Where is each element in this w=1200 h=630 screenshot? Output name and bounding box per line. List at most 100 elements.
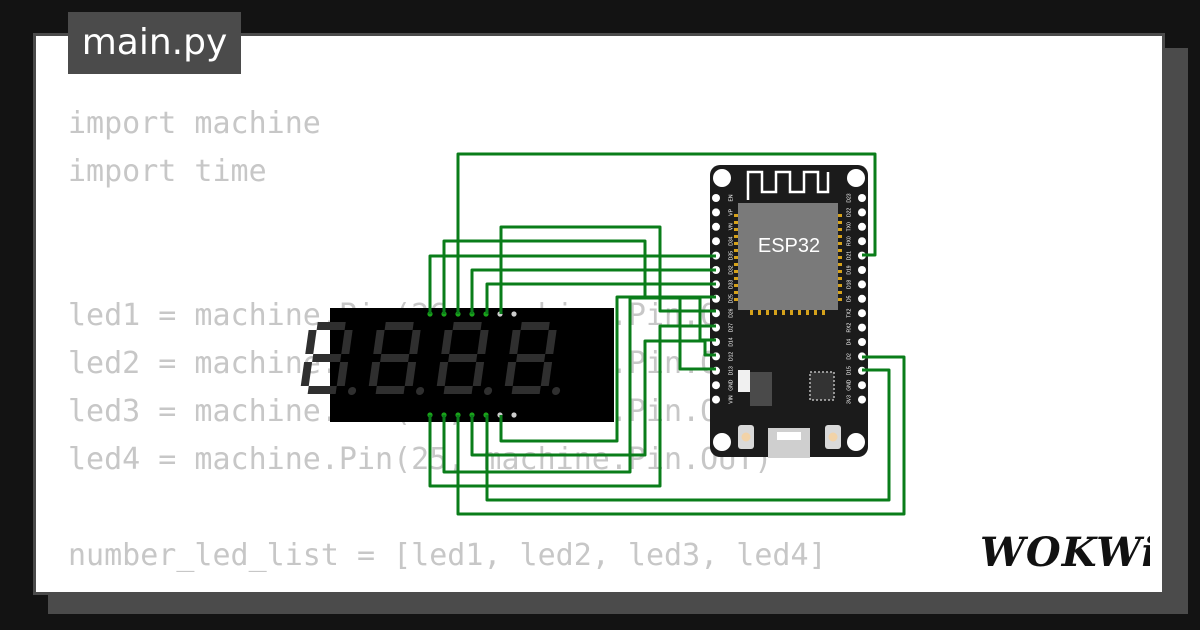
segment: [509, 330, 521, 354]
pin-label: VP: [728, 208, 734, 215]
pin-hole-icon: [858, 395, 866, 404]
segment: [373, 330, 385, 354]
chip-pin: [806, 310, 809, 315]
pin-label: D26: [728, 308, 734, 317]
pin-label: D15: [846, 366, 852, 375]
wire: [470, 268, 716, 314]
pin-hole-icon: [858, 381, 866, 390]
chip-pin: [734, 270, 738, 273]
decimal-point: [416, 387, 425, 395]
wire: [456, 355, 906, 516]
mount-hole-icon: [847, 169, 865, 187]
chip-pin: [838, 270, 842, 273]
regulator-icon: [750, 372, 772, 406]
segment: [545, 330, 557, 354]
chip-pin: [734, 277, 738, 280]
pin-hole-icon: [712, 381, 720, 390]
wokwi-logo-text: WOKWi: [980, 529, 1150, 576]
en-button[interactable]: [741, 432, 751, 442]
pin-label: D25: [728, 294, 734, 303]
pin-hole-icon: [858, 309, 866, 318]
code-line: import time: [68, 154, 267, 189]
wire: [456, 152, 877, 314]
pin-label: 3V3: [846, 395, 852, 404]
seven-segment-display[interactable]: [299, 308, 614, 422]
chip-pin: [838, 221, 842, 224]
wire: [485, 368, 891, 502]
chip-pin: [838, 242, 842, 245]
segment: [441, 330, 453, 354]
segment: [504, 362, 517, 386]
pin-label: RX0: [846, 236, 852, 246]
chip-pin: [838, 235, 842, 238]
pin-label: TX0: [846, 222, 852, 231]
chip-pin: [734, 242, 738, 245]
pin-label: GND: [846, 379, 852, 391]
segment: [307, 386, 337, 394]
code-line: number_led_list = [led1, led2, led3, led…: [68, 538, 827, 573]
pin-hole-icon: [858, 237, 866, 246]
pin-hole-icon: [858, 222, 866, 231]
file-tab[interactable]: main.py: [68, 12, 241, 74]
display-digits: [300, 322, 561, 395]
segment: [511, 386, 541, 394]
wire: [470, 339, 716, 457]
chip-pin: [766, 310, 769, 315]
chip-pins: [734, 214, 842, 315]
display-pin: [511, 311, 517, 317]
segment: [448, 354, 478, 362]
pin-label: D32: [728, 265, 734, 274]
right-pin-header: D23D22TX0RX0D21D19D18D5TX2RX2D4D2D15GND3…: [846, 193, 866, 404]
pin-label: RX2: [846, 323, 852, 333]
segment: [368, 362, 381, 386]
segment: [477, 330, 489, 354]
pin-hole-icon: [858, 208, 866, 217]
usb-port-icon: [777, 432, 801, 440]
antenna-icon: [746, 170, 830, 200]
wire: [485, 282, 716, 314]
segment: [452, 322, 482, 330]
pin-label: EN: [728, 194, 734, 201]
chip-label: ESP32: [758, 235, 820, 257]
chip-pin: [838, 263, 842, 266]
pin-label: D19: [846, 265, 852, 274]
segment: [336, 362, 349, 386]
decimal-point: [484, 387, 493, 395]
usb-chip-icon: [809, 371, 835, 401]
chip-pin: [838, 214, 842, 217]
segment: [341, 330, 353, 354]
boot-button[interactable]: [828, 432, 838, 442]
segment: [312, 354, 342, 362]
esp32-chip: [738, 203, 838, 310]
pin-label: D4: [846, 339, 852, 346]
decimal-point: [552, 387, 561, 395]
esp32-board[interactable]: ESP32 ENVPVND34D35D32D33D25D26D27D14D12D…: [710, 165, 868, 458]
segment: [380, 354, 410, 362]
pin-label: TX2: [846, 308, 852, 317]
segment: [375, 386, 405, 394]
chip-pin: [734, 228, 738, 231]
pin-label: D18: [846, 280, 852, 289]
digit: [368, 322, 425, 395]
decimal-point: [348, 387, 357, 395]
chip-pin: [734, 284, 738, 287]
wires: [428, 152, 906, 516]
segment: [316, 322, 346, 330]
pin-label: D12: [728, 352, 734, 361]
chip-pin: [734, 291, 738, 294]
chip-pin: [838, 256, 842, 259]
pin-label: D22: [846, 208, 852, 217]
chip-pin: [838, 228, 842, 231]
left-pin-header: ENVPVND34D35D32D33D25D26D27D14D12D13GNDV…: [712, 194, 734, 404]
wire: [442, 239, 716, 314]
pin-label: D5: [846, 295, 852, 302]
digit: [436, 322, 493, 395]
regulator-icon: [738, 370, 750, 392]
chip-pin: [838, 298, 842, 301]
segment: [516, 354, 546, 362]
chip-pin: [734, 263, 738, 266]
pin-hole-icon: [712, 395, 720, 404]
pin-hole-icon: [712, 194, 720, 202]
chip-pin: [822, 310, 825, 315]
